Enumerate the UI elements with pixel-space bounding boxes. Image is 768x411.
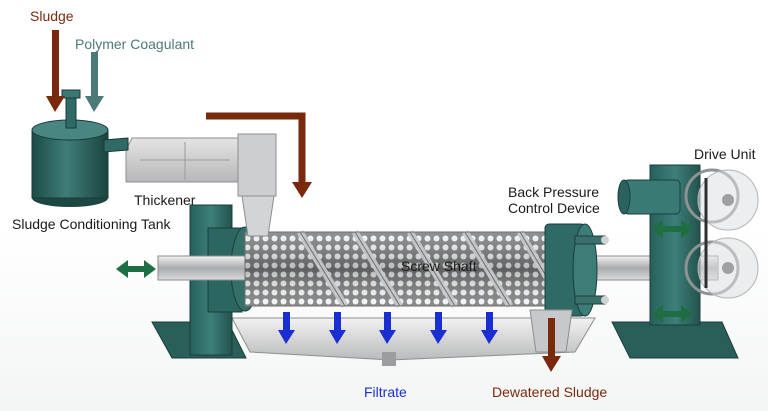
filtrate-arrows xyxy=(278,312,498,344)
thickener-label: Thickener xyxy=(134,192,196,208)
filtrate-label: Filtrate xyxy=(364,384,407,400)
thickener xyxy=(125,133,277,237)
left-motion-arrow xyxy=(116,260,156,278)
filtrate-arrow xyxy=(379,312,396,344)
dewatered-sludge-arrow xyxy=(542,318,561,372)
sludge-conditioning-tank-label: Sludge Conditioning Tank xyxy=(12,216,171,232)
drive-motion-arrow-lower xyxy=(651,305,693,323)
drive-motion-arrow-upper xyxy=(651,220,693,238)
drive-unit-label: Drive Unit xyxy=(694,146,756,162)
back-pressure-device xyxy=(544,223,609,317)
filtrate-arrow xyxy=(278,312,295,344)
screw-drum xyxy=(244,230,566,308)
filtrate-arrow xyxy=(481,312,498,344)
screw-shaft-label: Screw Shaft xyxy=(401,258,477,274)
filtrate-arrow xyxy=(430,312,447,344)
drive-unit xyxy=(611,164,759,359)
sludge-conditioning-tank xyxy=(31,89,129,207)
sludge-to-press-arrow xyxy=(206,112,312,198)
polymer-coagulant-label: Polymer Coagulant xyxy=(75,36,195,52)
filtrate-arrow xyxy=(329,312,346,344)
polymer-inflow-arrow xyxy=(85,52,104,112)
sludge-inflow-arrow xyxy=(46,30,65,112)
back-pressure-control-device-label: Back Pressure Control Device xyxy=(508,184,600,216)
sludge-label: Sludge xyxy=(30,8,74,24)
dewatered-sludge-label: Dewatered Sludge xyxy=(492,384,608,400)
